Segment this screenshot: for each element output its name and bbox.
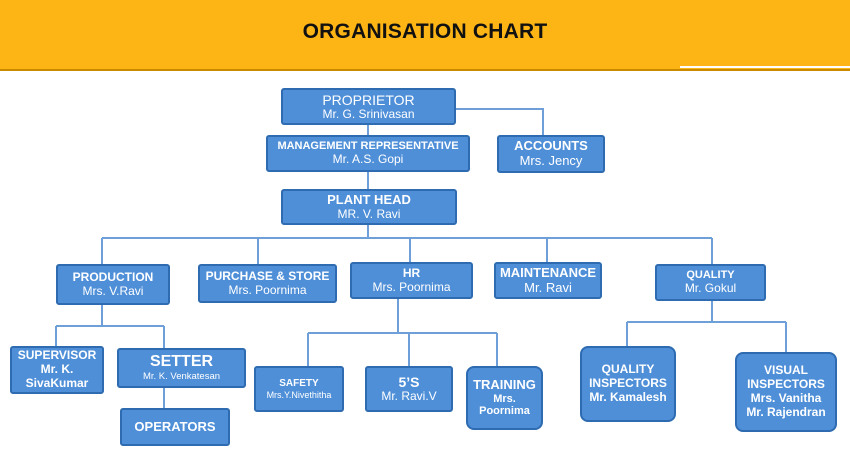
- node-name: Mrs. Poornima: [372, 279, 451, 294]
- node-management-representative: MANAGEMENT REPRESENTATIVE Mr. A.S. Gopi: [266, 135, 470, 172]
- node-title: SUPERVISOR: [17, 348, 97, 363]
- header-banner: ORGANISATION CHART: [0, 0, 850, 71]
- node-name: Mr. K.: [40, 362, 74, 377]
- node-name: MR. V. Ravi: [337, 206, 401, 221]
- node-plant-head: PLANT HEAD MR. V. Ravi: [281, 189, 457, 225]
- node-maintenance: MAINTENANCE Mr. Ravi: [494, 262, 602, 299]
- node-visual-inspectors: VISUAL INSPECTORS Mrs. Vanitha Mr. Rajen…: [735, 352, 837, 432]
- node-name: Mrs. V.Ravi: [82, 283, 144, 298]
- header-divider: [680, 66, 850, 68]
- node-name: Mrs. Jency: [519, 153, 583, 168]
- node-name: Mr. K. Venkatesan: [142, 370, 221, 382]
- node-title: QUALITY: [686, 269, 735, 282]
- node-title: PROPRIETOR: [322, 91, 415, 108]
- node-title: TRAINING: [473, 376, 536, 392]
- node-title: OPERATORS: [134, 418, 216, 434]
- node-accounts: ACCOUNTS Mrs. Jency: [497, 135, 605, 173]
- node-title: PURCHASE & STORE: [205, 268, 330, 283]
- node-training: TRAINING Mrs. Poornima: [466, 366, 543, 430]
- node-name: SivaKumar: [25, 375, 89, 390]
- node-name: Mr. Rajendran: [746, 404, 826, 419]
- node-quality: QUALITY Mr. Gokul: [655, 264, 766, 301]
- node-quality-inspectors: QUALITY INSPECTORS Mr. Kamalesh: [580, 346, 676, 422]
- node-operators: OPERATORS: [120, 408, 230, 446]
- node-proprietor: PROPRIETOR Mr. G. Srinivasan: [281, 88, 456, 125]
- node-name: Poornima: [479, 405, 530, 418]
- node-setter: SETTER Mr. K. Venkatesan: [117, 348, 246, 388]
- node-name: Mr. A.S. Gopi: [332, 151, 404, 166]
- node-safety: SAFETY Mrs.Y.Nivethitha: [254, 366, 344, 412]
- node-supervisor: SUPERVISOR Mr. K. SivaKumar: [10, 346, 104, 394]
- node-title: HR: [402, 265, 421, 280]
- node-purchase-store: PURCHASE & STORE Mrs. Poornima: [198, 264, 337, 303]
- node-name: Mrs. Vanitha: [750, 391, 822, 405]
- node-name: Mrs.Y.Nivethitha: [266, 389, 332, 400]
- node-name: Mrs.: [493, 392, 516, 405]
- node-title: PLANT HEAD: [327, 191, 411, 207]
- node-title: MANAGEMENT REPRESENTATIVE: [277, 140, 459, 153]
- node-name: Mr. Ravi.V: [381, 389, 437, 404]
- node-title: SETTER: [149, 353, 214, 371]
- page-title: ORGANISATION CHART: [302, 20, 548, 43]
- node-title: QUALITY: [601, 362, 655, 377]
- connector-line: [456, 108, 544, 135]
- node-name: Mr. G. Srinivasan: [322, 106, 415, 121]
- node-name: Mr. Kamalesh: [589, 389, 667, 404]
- node-name: Mrs. Poornima: [228, 282, 307, 297]
- node-title: MAINTENANCE: [499, 264, 597, 280]
- node-title: 5’S: [398, 374, 420, 391]
- node-name: Mr. Gokul: [684, 280, 737, 295]
- node-name: Mr. Ravi: [524, 279, 572, 295]
- node-title: SAFETY: [279, 378, 319, 390]
- node-title: ACCOUNTS: [514, 138, 588, 154]
- node-title: VISUAL: [763, 363, 808, 378]
- node-title: PRODUCTION: [72, 269, 154, 284]
- node-title: INSPECTORS: [589, 376, 667, 391]
- node-title: INSPECTORS: [747, 377, 825, 392]
- node-five-s: 5’S Mr. Ravi.V: [365, 366, 453, 412]
- node-production: PRODUCTION Mrs. V.Ravi: [56, 264, 170, 305]
- node-hr: HR Mrs. Poornima: [350, 262, 473, 299]
